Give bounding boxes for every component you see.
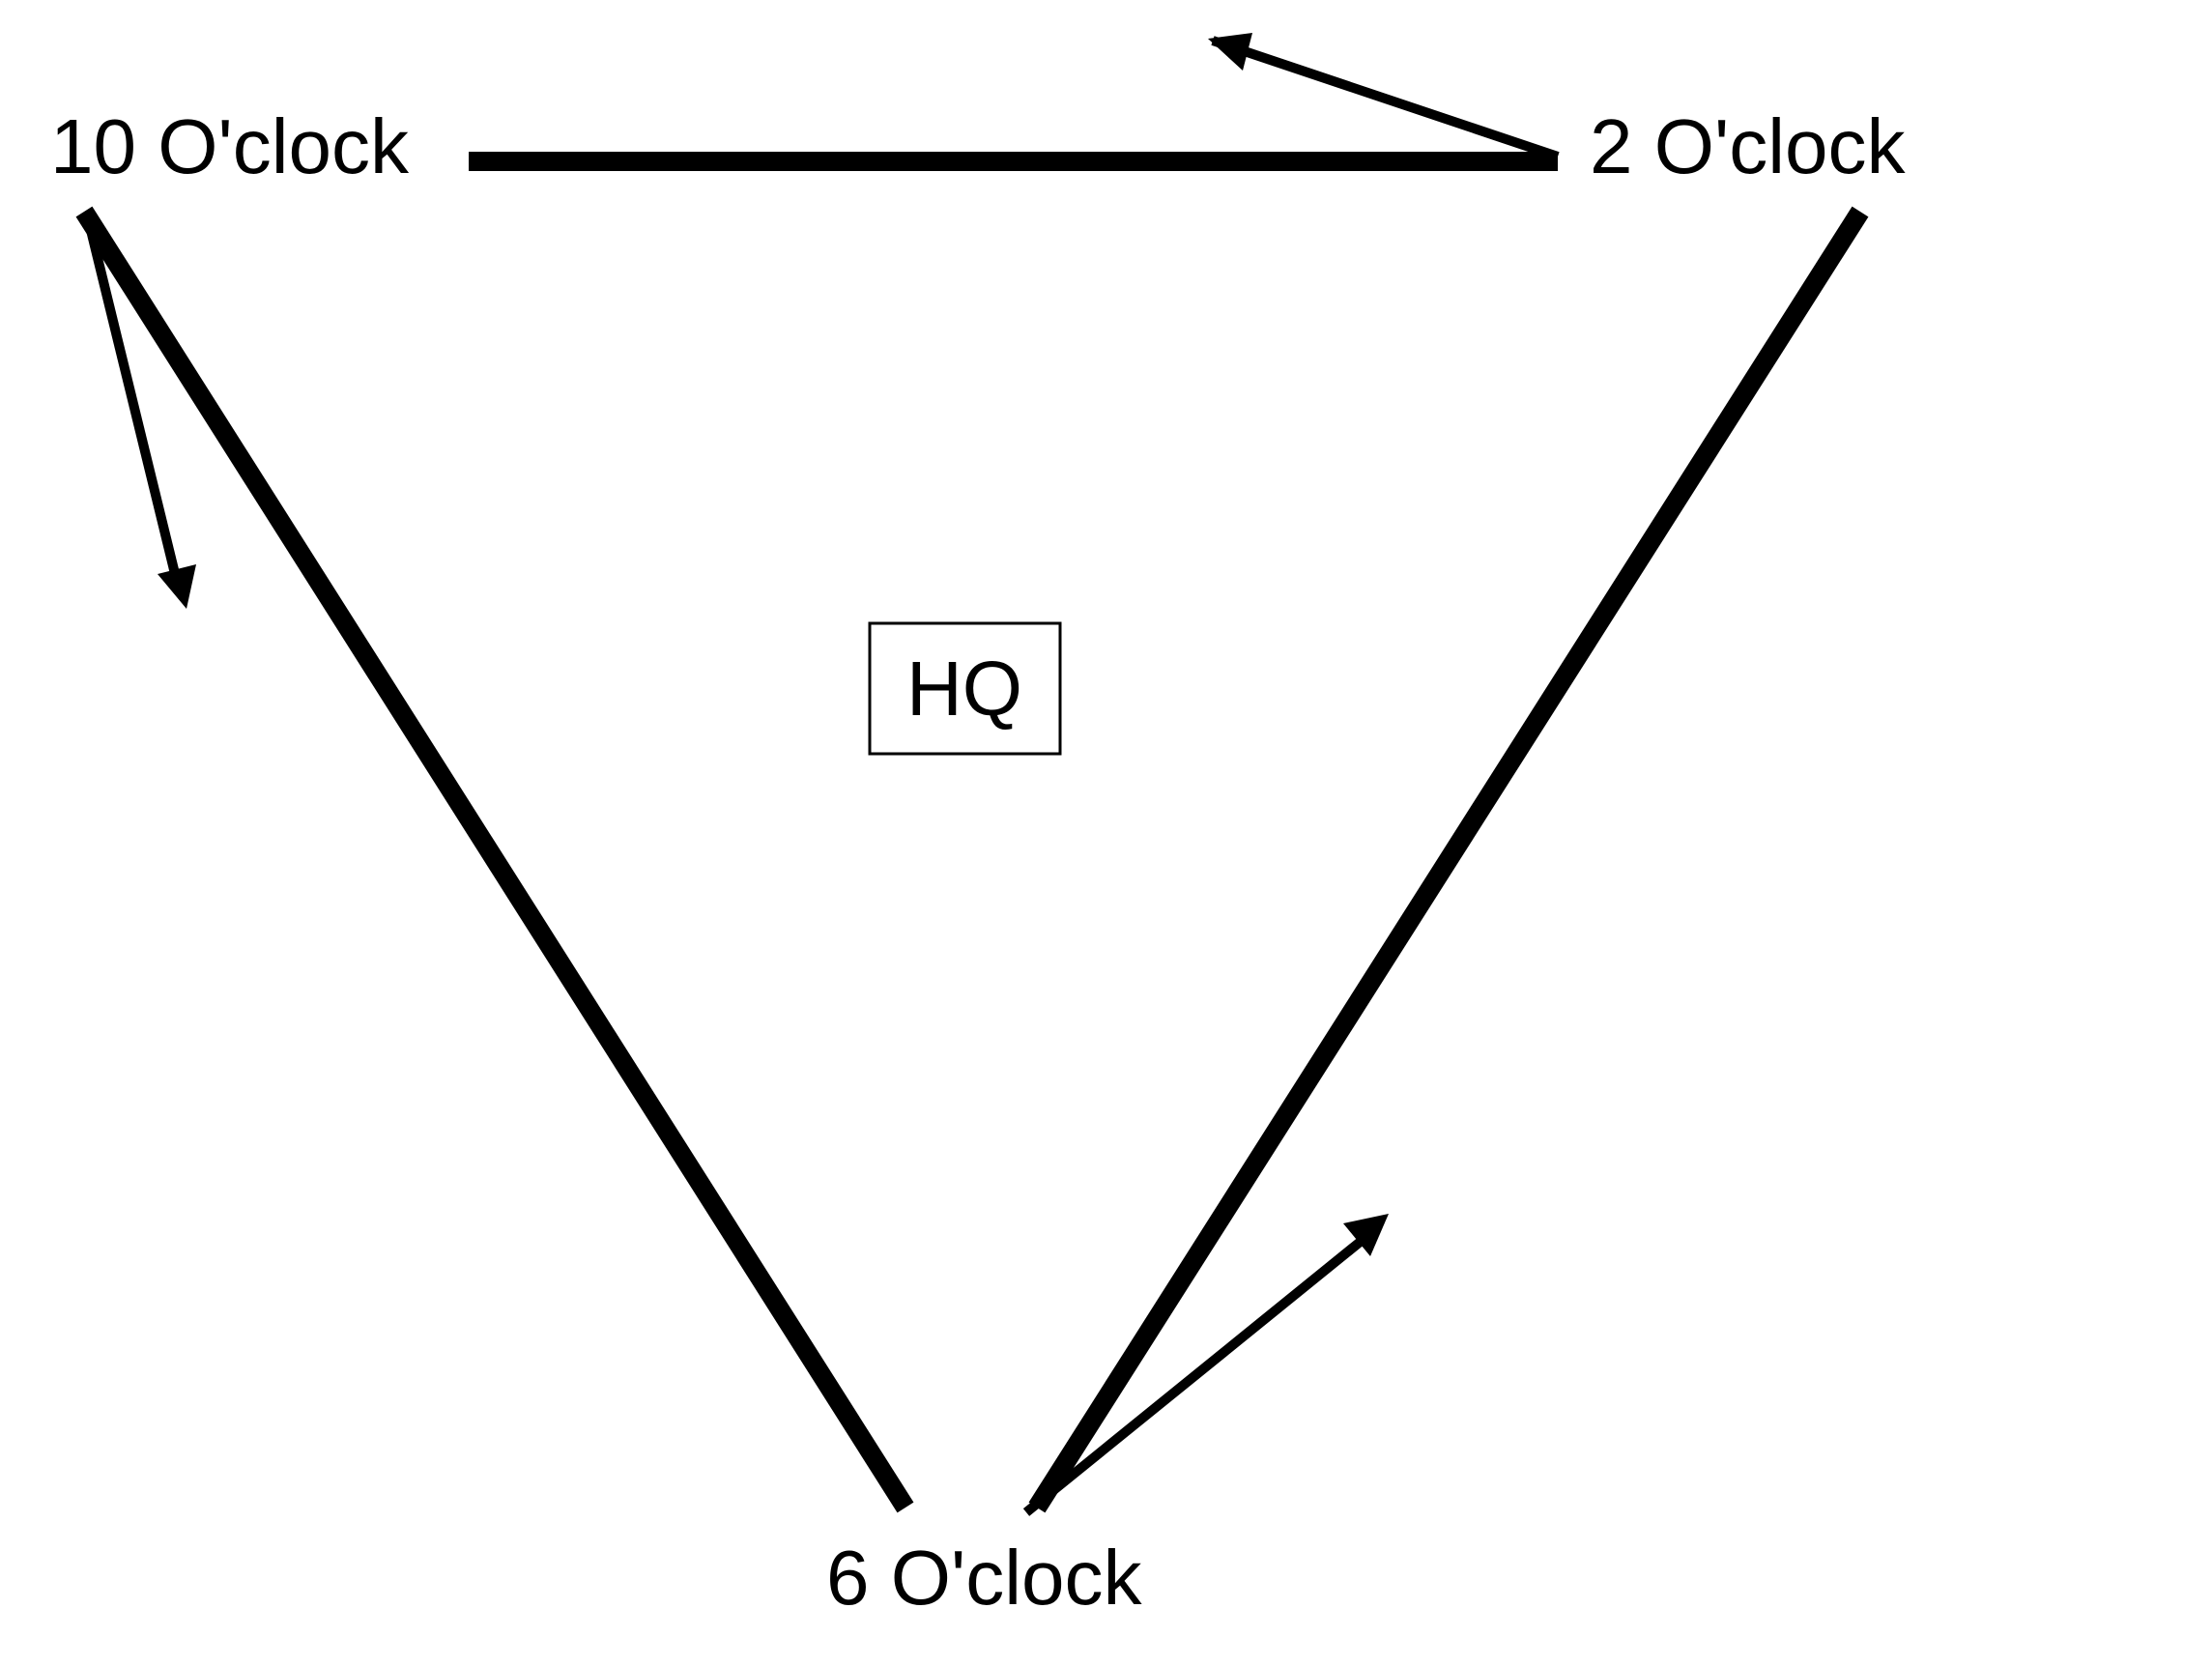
node-label-six: 6 O'clock [826, 1535, 1142, 1621]
edge-two-to-six [1028, 206, 1869, 1513]
arrow-from-six [1022, 1214, 1389, 1516]
arrow-from-ten [84, 220, 196, 609]
hq-box [868, 621, 1062, 756]
hq-label: HQ [906, 646, 1022, 732]
arrow-from-two [1208, 33, 1560, 161]
edge-ten-to-six [75, 206, 914, 1513]
node-label-two: 2 O'clock [1590, 103, 1906, 189]
node-label-ten: 10 O'clock [50, 103, 410, 189]
